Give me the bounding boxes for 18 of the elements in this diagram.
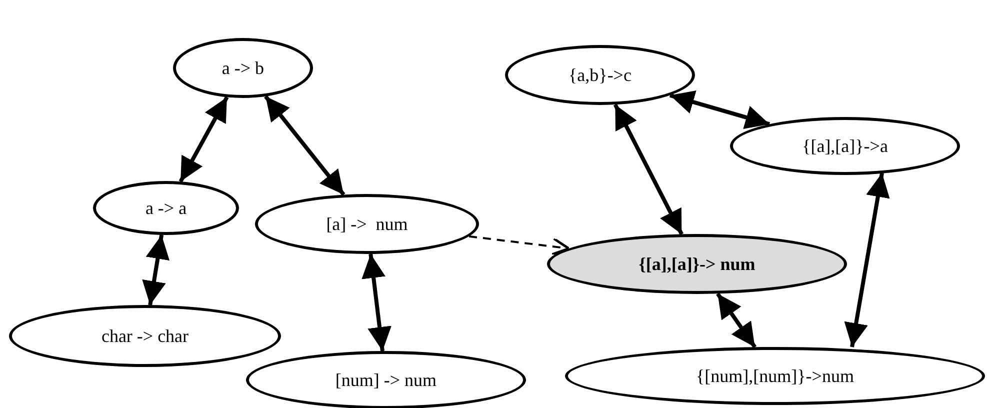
arrow [142,234,170,306]
type-signature: {a,b}->c [568,64,632,86]
type-signature: char -> char [101,326,189,346]
type-signature: [a] -> num [326,214,408,234]
arrow [178,96,229,182]
type-signature: a -> b [222,58,264,78]
arrow [613,104,684,236]
arrow [468,235,570,256]
arrow [362,254,392,352]
type-signature: {[a],[a]}-> num [638,254,756,274]
type-signature: a -> a [145,198,187,218]
arrow [264,95,346,196]
type-signature: {[a],[a]}->a [802,136,888,156]
arrow [716,292,757,348]
arrow [844,172,890,348]
type-signature: {[num],[num]}->num [696,366,854,386]
arrow [669,90,770,129]
type-signature: [num] -> num [335,370,437,390]
